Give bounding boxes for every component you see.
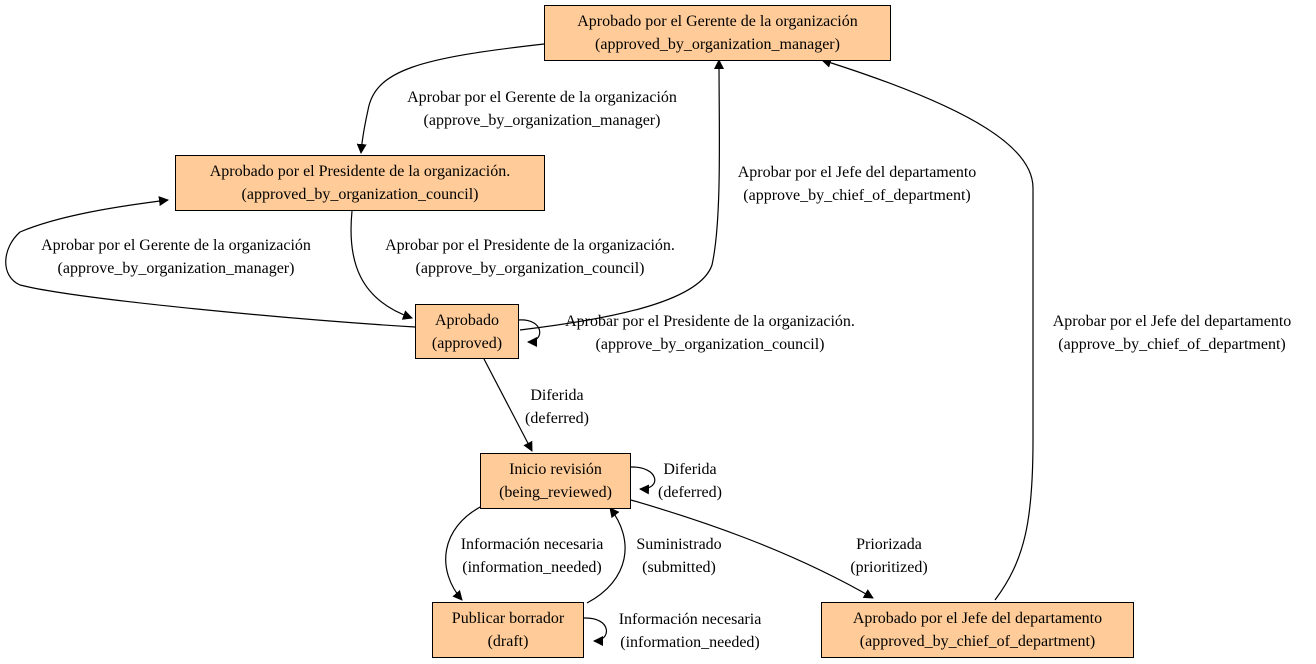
edge-approved-to-reviewed (483, 358, 533, 452)
node-approved-by-organization-council[interactable]: Aprobado por el Presidente de la organiz… (175, 155, 545, 211)
node-approved-by-organization-manager[interactable]: Aprobado por el Gerente de la organizaci… (544, 5, 891, 61)
node-code: (approved) (431, 334, 503, 352)
edge-council-to-approved (350, 210, 413, 320)
node-title: Aprobado por el Gerente de la organizaci… (577, 13, 858, 30)
node-title: Aprobado por el Presidente de la organiz… (209, 163, 511, 180)
edge-approved-to-council (5, 196, 416, 328)
edge-approved-self (517, 319, 541, 347)
label-approved-self: Aprobar por el Presidente de la organiza… (565, 313, 855, 353)
label-draft-to-reviewed: Suministrado (submitted) (636, 536, 722, 576)
edge-reviewed-self (629, 466, 656, 495)
edge-approved-to-manager (519, 59, 725, 331)
label-approved-to-council: Aprobar por el Gerente de la organizació… (41, 237, 311, 277)
label-reviewed-to-chief: Priorizada (prioritized) (850, 536, 928, 576)
node-title: Publicar borrador (451, 610, 565, 627)
node-code: (approved_by_organization_manager) (595, 36, 840, 53)
label-approved-to-reviewed: Diferida (deferred) (525, 387, 589, 427)
edge-reviewed-to-draft (445, 505, 483, 601)
label-chief-to-manager: Aprobar por el Jefe del departamento (ap… (1052, 313, 1292, 353)
label-council-to-approved: Aprobar por el Presidente de la organiza… (385, 237, 675, 277)
edge-manager-to-council (356, 43, 545, 154)
node-title: Inicio revisión (509, 461, 602, 478)
node-code: (approved_by_chief_of_department) (859, 633, 1096, 650)
node-draft[interactable]: Publicar borrador (draft) (432, 602, 584, 658)
node-approved-by-chief-of-department[interactable]: Aprobado por el Jefe del departamento (a… (821, 602, 1134, 658)
node-code: (being_reviewed) (499, 484, 612, 501)
edge-draft-to-reviewed (586, 507, 626, 604)
node-approved[interactable]: Aprobado (approved) (415, 304, 519, 359)
label-approved-to-manager: Aprobar por el Jefe del departamento (ap… (737, 164, 977, 204)
node-title: Aprobado (435, 311, 499, 329)
edge-chief-to-manager (821, 57, 1034, 601)
node-code: (approved_by_organization_council) (241, 186, 479, 203)
edge-reviewed-to-chief (630, 499, 874, 599)
node-being-reviewed[interactable]: Inicio revisión (being_reviewed) (480, 453, 631, 509)
label-draft-self: Información necesaria (information_neede… (618, 611, 762, 651)
label-reviewed-to-draft: Información necesaria (information_neede… (460, 536, 604, 576)
label-manager-to-council: Aprobar por el Gerente de la organizació… (407, 89, 677, 129)
label-reviewed-self: Diferida (deferred) (658, 461, 722, 501)
node-code: (draft) (487, 633, 529, 650)
edge-draft-self (583, 617, 608, 646)
node-title: Aprobado por el Jefe del departamento (852, 610, 1103, 627)
